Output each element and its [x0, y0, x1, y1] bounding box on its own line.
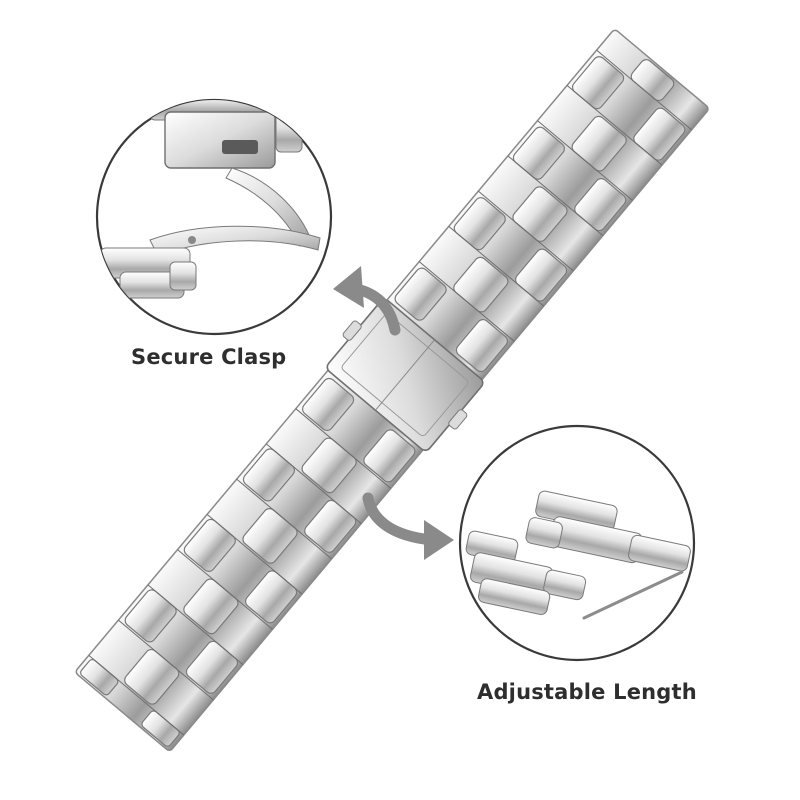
lower-strap	[75, 366, 426, 752]
link-pin	[582, 570, 684, 620]
upper-strap	[384, 29, 709, 384]
curved-arrow-icon	[362, 492, 454, 560]
secure-clasp-caption: Secure Clasp	[131, 345, 287, 369]
adjustable-length-caption: Adjustable Length	[477, 680, 697, 704]
removable-link-upper	[525, 490, 691, 572]
watch-band	[75, 29, 709, 752]
secure-clasp-detail	[95, 98, 333, 336]
adjustable-length-detail	[458, 424, 696, 662]
curved-arrow-icon	[333, 266, 401, 336]
clasp	[326, 298, 484, 452]
removable-link-lower	[465, 530, 587, 616]
